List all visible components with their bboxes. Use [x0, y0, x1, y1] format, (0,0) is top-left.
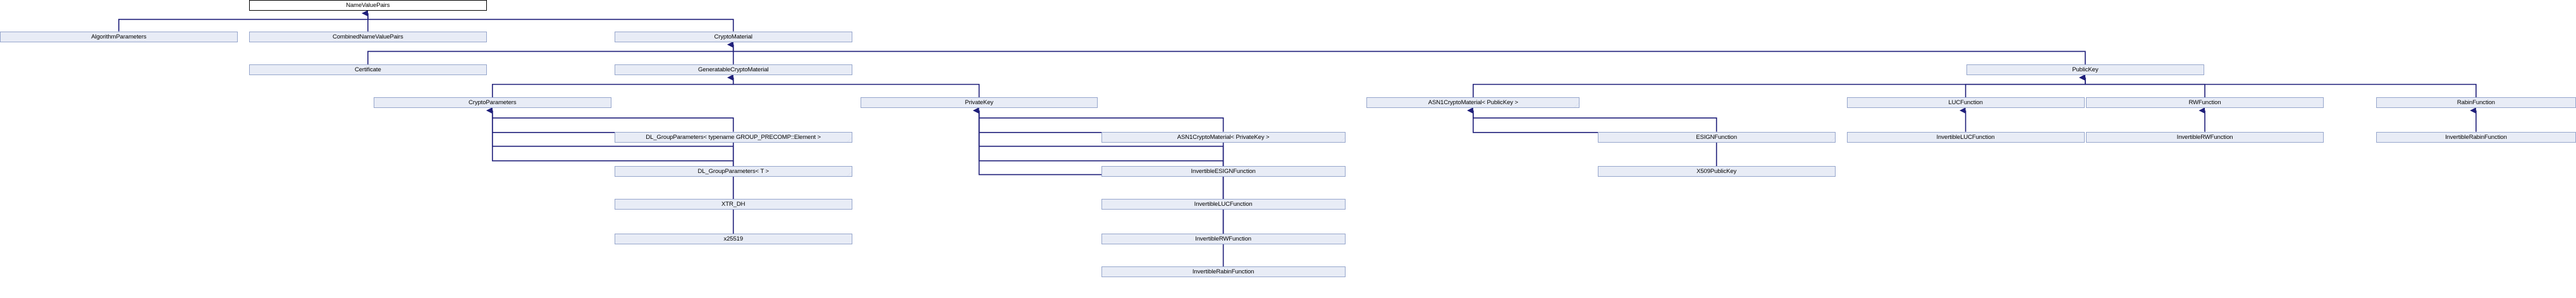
class-node-label: NameValuePairs [346, 2, 390, 9]
class-node-InvertibleRWFunction[interactable]: InvertibleRWFunction [2086, 131, 2324, 143]
class-node-label: PublicKey [2072, 66, 2099, 73]
class-node-InvertibleRabinFunction2[interactable]: InvertibleRabinFunction [1101, 266, 1346, 278]
class-node-InvertibleRabinFunction[interactable]: InvertibleRabinFunction [2376, 131, 2576, 143]
class-node-label: CombinedNameValuePairs [332, 33, 403, 40]
edge-XTR_DH-to-CryptoParameters [486, 107, 734, 200]
edge-LUCFunction-to-PublicKey [1965, 74, 2086, 98]
class-node-NameValuePairs[interactable]: NameValuePairs [248, 0, 487, 11]
class-node-label: ESIGNFunction [1696, 133, 1738, 141]
class-node-CryptoMaterial[interactable]: CryptoMaterial [614, 31, 852, 42]
class-node-label: RWFunction [2188, 99, 2221, 107]
class-node-label: ASN1CryptoMaterial< PrivateKey > [1177, 133, 1270, 141]
class-node-Certificate[interactable]: Certificate [248, 64, 487, 75]
class-node-DL_GroupParametersElement[interactable]: DL_GroupParameters< typename GROUP_PRECO… [614, 131, 852, 143]
edge-PrivateKey-to-GeneratableCryptoMaterial [727, 74, 980, 98]
class-node-InvertibleLUCFunction[interactable]: InvertibleLUCFunction [1846, 131, 2085, 143]
class-node-label: X509PublicKey [1696, 168, 1737, 176]
class-node-PrivateKey[interactable]: PrivateKey [860, 97, 1098, 109]
class-node-label: XTR_DH [721, 201, 745, 208]
edge-X509PublicKey-to-ASN1CryptoMaterialPublicKey [1467, 107, 1717, 167]
class-node-label: InvertibleRWFunction [2176, 133, 2233, 141]
edge-CryptoMaterial-to-NameValuePairs [362, 10, 734, 32]
class-node-label: InvertibleRabinFunction [2445, 133, 2507, 141]
class-node-label: InvertibleRWFunction [1195, 235, 1251, 243]
edge-DL_GroupParametersElement-to-CryptoParameters [486, 107, 734, 132]
class-node-label: GeneratableCryptoMaterial [697, 66, 769, 73]
edge-AlgorithmParameters-to-NameValuePairs [118, 10, 369, 32]
class-node-ESIGNFunction[interactable]: ESIGNFunction [1597, 131, 1836, 143]
class-node-GeneratableCryptoMaterial[interactable]: GeneratableCryptoMaterial [614, 64, 852, 75]
edge-RabinFunction-to-PublicKey [2079, 74, 2477, 98]
class-node-CombinedNameValuePairs[interactable]: CombinedNameValuePairs [248, 31, 487, 42]
class-node-label: CryptoParameters [469, 99, 517, 107]
edge-ASN1CryptoMaterialPrivateKey-to-PrivateKey [972, 107, 1224, 132]
class-node-RWFunction[interactable]: RWFunction [2086, 97, 2324, 109]
class-node-label: AlgorithmParameters [91, 33, 147, 40]
class-node-AlgorithmParameters[interactable]: AlgorithmParameters [0, 31, 238, 42]
class-node-label: CryptoMaterial [714, 33, 752, 40]
class-node-label: InvertibleESIGNFunction [1191, 168, 1256, 176]
class-node-ASN1CryptoMaterialPrivateKey[interactable]: ASN1CryptoMaterial< PrivateKey > [1101, 131, 1346, 143]
class-node-label: ASN1CryptoMaterial< PublicKey > [1428, 99, 1518, 107]
class-node-X509PublicKey[interactable]: X509PublicKey [1597, 166, 1836, 177]
class-node-label: LUCFunction [1948, 99, 1983, 107]
edge-InvertibleLUCFunction2-to-PrivateKey [972, 107, 1224, 200]
class-node-label: DL_GroupParameters< typename GROUP_PRECO… [646, 133, 821, 141]
class-node-label: RabinFunction [2456, 99, 2495, 107]
class-node-InvertibleESIGNFunction[interactable]: InvertibleESIGNFunction [1101, 166, 1346, 177]
class-node-PublicKey[interactable]: PublicKey [1966, 64, 2204, 75]
class-node-label: InvertibleRabinFunction [1192, 268, 1254, 276]
edge-Certificate-to-CryptoMaterial [367, 41, 734, 64]
edge-ESIGNFunction-to-ASN1CryptoMaterialPublicKey [1467, 107, 1717, 132]
class-node-label: InvertibleLUCFunction [1194, 201, 1253, 208]
class-node-label: x25519 [723, 235, 744, 243]
edge-x25519-to-CryptoParameters [486, 107, 734, 234]
class-node-label: DL_GroupParameters< T > [697, 168, 770, 176]
class-node-DL_GroupParametersT[interactable]: DL_GroupParameters< T > [614, 166, 852, 177]
edge-RWFunction-to-PublicKey [2079, 74, 2205, 98]
class-node-ASN1CryptoMaterialPublicKey[interactable]: ASN1CryptoMaterial< PublicKey > [1366, 97, 1580, 109]
class-node-label: Certificate [354, 66, 381, 73]
edge-ASN1CryptoMaterialPublicKey-to-PublicKey [1473, 74, 2086, 98]
class-node-label: InvertibleLUCFunction [1936, 133, 1995, 141]
edge-PublicKey-to-CryptoMaterial [727, 41, 2086, 64]
class-node-RabinFunction[interactable]: RabinFunction [2376, 97, 2576, 109]
class-node-InvertibleRWFunction2[interactable]: InvertibleRWFunction [1101, 234, 1346, 245]
class-node-x25519[interactable]: x25519 [614, 234, 852, 245]
class-node-label: PrivateKey [965, 99, 993, 107]
class-node-LUCFunction[interactable]: LUCFunction [1846, 97, 2085, 109]
class-node-CryptoParameters[interactable]: CryptoParameters [373, 97, 611, 109]
class-node-InvertibleLUCFunction2[interactable]: InvertibleLUCFunction [1101, 199, 1346, 210]
edge-CryptoParameters-to-GeneratableCryptoMaterial [491, 74, 734, 98]
class-node-XTR_DH[interactable]: XTR_DH [614, 199, 852, 210]
